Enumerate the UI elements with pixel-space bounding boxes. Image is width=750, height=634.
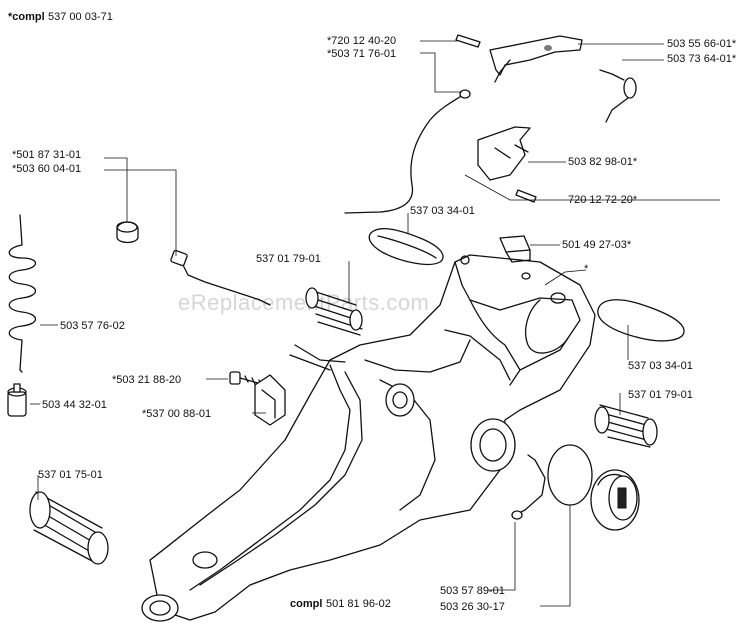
- cover-plate-top: [368, 227, 444, 266]
- handle-housing: [141, 254, 596, 622]
- screw: [229, 371, 266, 387]
- label-503-82-98-01: 503 82 98-01*: [568, 156, 638, 168]
- label-720-12-72-20: 720 12 72-20*: [568, 194, 638, 206]
- label-537-03-34-01-top: 537 03 34-01: [410, 205, 475, 217]
- vibration-spring-top: [305, 287, 363, 336]
- tank-cap: [590, 469, 640, 531]
- oil-tube: [511, 454, 546, 520]
- label-503-71-76-01: *503 71 76-01: [327, 48, 396, 60]
- label-503-73-64-01: 503 73 64-01*: [667, 53, 737, 65]
- trigger-spring: [599, 69, 637, 123]
- cover-plate-right: [597, 299, 685, 342]
- label-501-87-31-01: *501 87 31-01: [12, 149, 81, 161]
- label-503-44-32-01: 503 44 32-01: [42, 399, 107, 411]
- label-537-01-79-01-top: 537 01 79-01: [256, 253, 321, 265]
- label-537-01-75-01: 537 01 75-01: [38, 469, 103, 481]
- label-503-57-76-02: 503 57 76-02: [60, 320, 125, 332]
- label-720-12-40-20: *720 12 40-20: [327, 35, 396, 47]
- label-compl-bottom-prefix: compl: [290, 598, 322, 610]
- label-asterisk-marker: *: [584, 263, 589, 275]
- fuel-filter: [7, 383, 27, 417]
- label-503-26-30-17: 503 26 30-17: [440, 601, 505, 613]
- pin-lower: [515, 189, 537, 203]
- label-503-55-66-01: 503 55 66-01*: [667, 38, 737, 50]
- label-503-60-04-01: *503 60 04-01: [12, 163, 81, 175]
- throttle-cable: [344, 89, 471, 214]
- label-501-49-27-03: 501 49 27-03*: [562, 239, 632, 251]
- watermark: eReplacementParts.com: [178, 290, 429, 315]
- leader-lines: [30, 40, 720, 607]
- pin-upper: [455, 34, 481, 48]
- throttle-lockout: [477, 126, 531, 181]
- choke-knob: [116, 221, 139, 244]
- title-part-number: 537 00 03-71: [48, 11, 113, 23]
- label-537-01-79-01-right: 537 01 79-01: [628, 389, 693, 401]
- clip: [499, 235, 531, 263]
- label-503-57-89-01: 503 57 89-01: [440, 585, 505, 597]
- label-537-00-88-01: *537 00 88-01: [142, 408, 211, 420]
- vibration-spring-bottom: [29, 491, 109, 565]
- fuel-hose: [8, 214, 37, 373]
- vibration-spring-right: [594, 404, 658, 448]
- label-501-81-96-02: 501 81 96-02: [326, 598, 391, 610]
- label-537-03-34-01-right: 537 03 34-01: [628, 360, 693, 372]
- bracket: [254, 374, 286, 426]
- choke-rod: [170, 249, 271, 306]
- o-ring: [547, 444, 593, 506]
- throttle-trigger: [489, 35, 583, 83]
- title-prefix: *compl: [8, 11, 45, 23]
- label-503-21-88-20: *503 21 88-20: [112, 374, 181, 386]
